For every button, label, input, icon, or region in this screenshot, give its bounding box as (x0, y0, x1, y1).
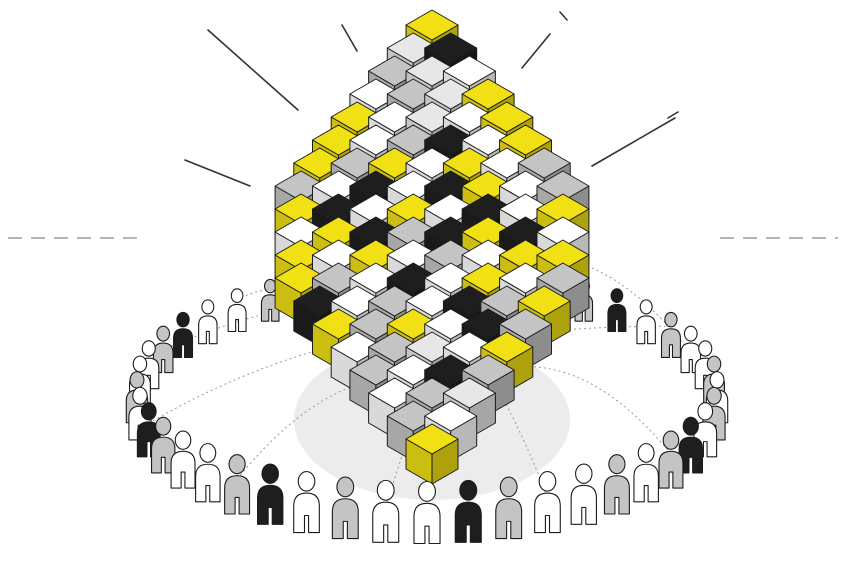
person-icon (495, 476, 523, 540)
person-icon (603, 454, 630, 515)
person-icon (413, 480, 441, 545)
ray-line (341, 24, 358, 52)
person-icon (150, 416, 176, 474)
person-icon (257, 463, 284, 525)
person-icon (260, 278, 280, 322)
person-icon (198, 299, 218, 345)
person-icon (534, 471, 561, 534)
ray-line (559, 11, 568, 21)
person-icon (227, 288, 247, 333)
person-icon (658, 430, 684, 489)
ray-line (591, 117, 676, 167)
cube (405, 423, 459, 485)
connection-line (499, 366, 672, 455)
ray-line (207, 29, 299, 111)
person-icon (331, 476, 359, 540)
person-icon (372, 479, 400, 543)
person-icon (678, 416, 704, 474)
person-icon (170, 430, 196, 489)
person-icon (293, 471, 320, 534)
cube-stack (274, 9, 590, 485)
person-icon (633, 443, 659, 503)
ray-line (184, 159, 251, 187)
connection-line (236, 376, 431, 480)
person-icon (224, 454, 251, 515)
ray-line (521, 33, 551, 69)
ray-line (667, 111, 679, 119)
person-icon (173, 311, 194, 359)
person-icon (607, 288, 627, 333)
person-icon (195, 443, 221, 503)
burst-rays (184, 11, 679, 187)
people-ring-front (125, 371, 729, 545)
person-icon (454, 479, 482, 543)
person-icon (570, 463, 597, 525)
person-icon (636, 299, 656, 345)
person-icon (660, 311, 681, 359)
